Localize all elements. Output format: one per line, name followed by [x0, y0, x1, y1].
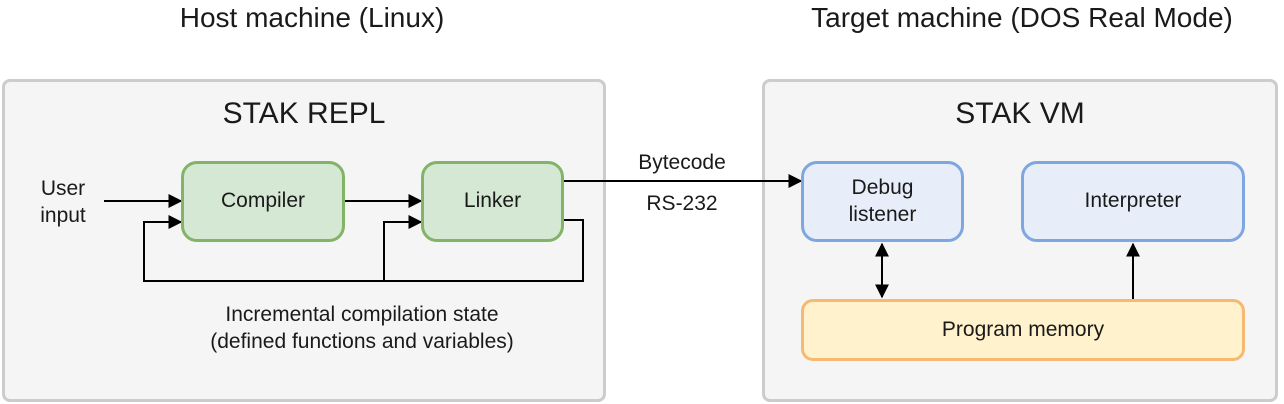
target-machine-heading: Target machine (DOS Real Mode) [811, 2, 1233, 33]
interpreter-label: Interpreter [1084, 189, 1182, 213]
debug-listener-label-line2: listener [848, 202, 917, 226]
user-input-label: User input [40, 177, 86, 228]
interpreter-node: Interpreter [1021, 161, 1245, 242]
linker-label: Linker [463, 189, 522, 213]
program-memory-label: Program memory [941, 317, 1105, 341]
compiler-node: Compiler [181, 161, 345, 242]
feedback-loop-to-linker [383, 215, 423, 281]
compiler-label: Compiler [220, 189, 306, 213]
debug-listener-node: Debug listener [801, 161, 964, 242]
compilation-state-caption: Incremental compilation state (defined f… [210, 303, 514, 354]
host-panel-title: STAK REPL [222, 97, 386, 130]
rs232-label: RS-232 [646, 192, 718, 215]
debug-listener-label-line1: Debug [851, 176, 914, 200]
program-memory-node: Program memory [801, 299, 1245, 361]
target-panel-title: STAK VM [955, 97, 1085, 130]
bytecode-label: Bytecode [638, 151, 726, 174]
host-machine-heading: Host machine (Linux) [179, 2, 445, 33]
linker-node: Linker [421, 161, 564, 242]
feedback-loop-to-compiler [143, 215, 584, 282]
